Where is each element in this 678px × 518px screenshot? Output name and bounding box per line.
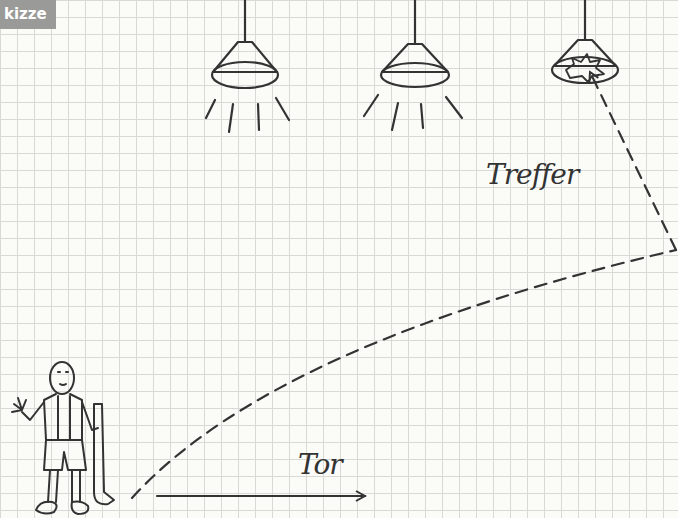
lamp: [206, 0, 289, 132]
sheet-tab-label: kizze: [0, 0, 56, 29]
goal-arrow: [157, 495, 365, 497]
hit-label: Treffer: [486, 158, 578, 191]
lamp: [364, 0, 462, 130]
ball-rebound: [590, 72, 676, 250]
goal-label: Tor: [298, 448, 342, 481]
broken-lamp: [552, 0, 618, 83]
ball-trajectory: [132, 250, 676, 498]
hockey-player: [12, 362, 114, 514]
